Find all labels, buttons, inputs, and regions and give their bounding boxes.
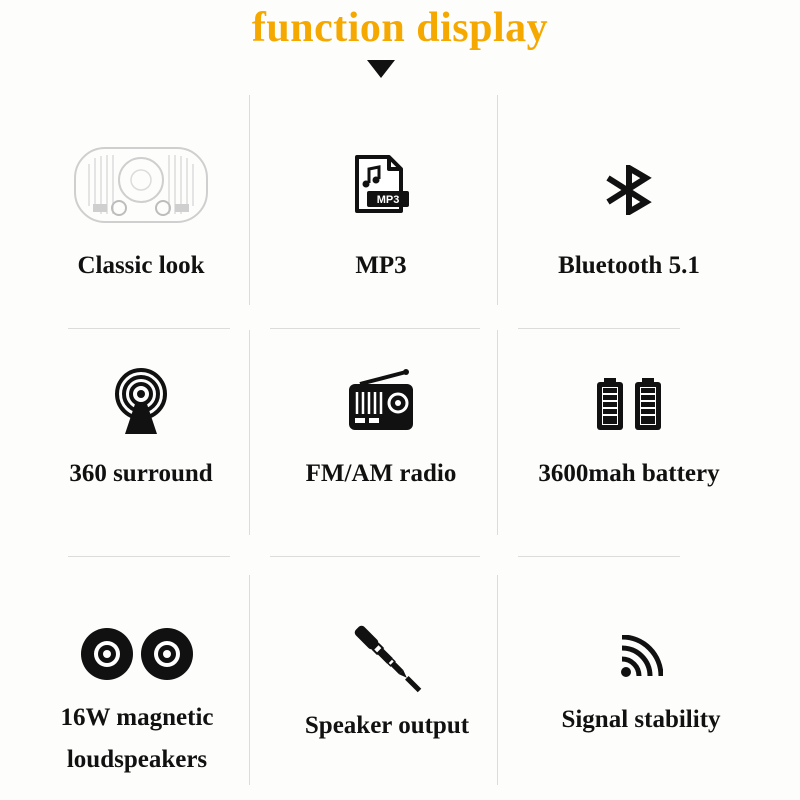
- feature-label: Signal stability: [561, 706, 721, 733]
- bluetooth-icon: [496, 160, 762, 220]
- loudspeakers-icon: [4, 624, 270, 684]
- divider: [497, 575, 498, 785]
- divider: [249, 330, 250, 535]
- feature-label-line1: 16W magnetic: [60, 704, 214, 731]
- feature-label-line2: loudspeakers: [66, 746, 208, 773]
- signal-icon: [508, 632, 774, 682]
- radio-icon: [248, 366, 514, 436]
- down-arrow-icon: [367, 60, 395, 78]
- divider: [249, 95, 250, 305]
- divider: [68, 556, 230, 557]
- divider: [497, 330, 498, 535]
- audio-jack-icon: [254, 618, 520, 698]
- feature-label: Speaker output: [304, 712, 470, 739]
- feature-label: MP3: [355, 252, 407, 279]
- feature-label: Classic look: [77, 252, 205, 279]
- battery-icon: [496, 374, 762, 434]
- divider: [270, 328, 480, 329]
- svg-text:MP3: MP3: [377, 194, 400, 206]
- mp3-file-icon: MP3: [248, 150, 514, 220]
- speaker-outline-icon: [8, 140, 274, 230]
- divider: [270, 556, 480, 557]
- feature-label: 3600mah battery: [538, 460, 720, 487]
- divider: [68, 328, 230, 329]
- surround-sound-icon: [8, 366, 274, 436]
- feature-label: Bluetooth 5.1: [558, 252, 700, 279]
- divider: [518, 556, 680, 557]
- divider: [518, 328, 680, 329]
- feature-label: 360 surround: [69, 460, 213, 487]
- page-title: function display: [251, 5, 549, 51]
- feature-label: FM/AM radio: [305, 460, 457, 487]
- divider: [249, 575, 250, 785]
- divider: [497, 95, 498, 305]
